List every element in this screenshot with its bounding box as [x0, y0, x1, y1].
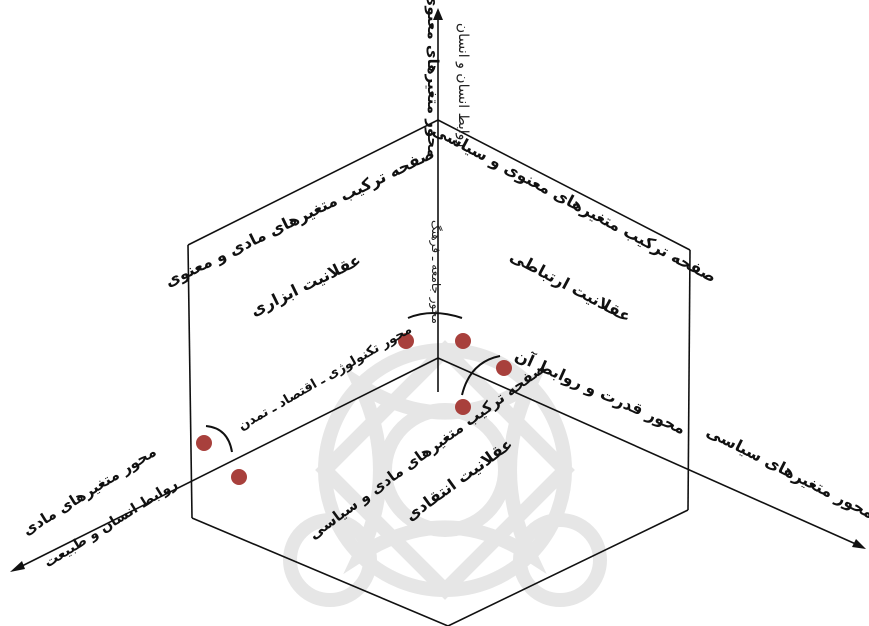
frame-edge-right: [687, 249, 691, 511]
inner-left-axis-label: محور تکنولوژی ـ اقتصاد ـ تمدن: [236, 322, 415, 434]
left-bracket: [205, 425, 233, 453]
frame-edge-top-left: [187, 119, 439, 246]
left-axis-label: محور متغیرهای مادی: [19, 442, 159, 539]
upper-right-plane-rationality: عقلانیت ارتباطی: [507, 246, 634, 326]
vertical-axis-arrowhead: [433, 8, 443, 20]
frame-edge-left: [187, 244, 193, 519]
frame-edge-top-right: [437, 119, 691, 251]
hexagon-frame: [187, 119, 691, 626]
marker-dot: [455, 333, 471, 349]
left-axis-arrowhead: [10, 561, 25, 572]
left-axis-sublabel: روابط انسان و طبیعت: [41, 476, 180, 571]
top-bracket: [407, 312, 463, 319]
vertical-axis-inner-label: محور جامعه ـ فرهنگ: [428, 220, 443, 324]
frame-edge-bottom-left: [191, 517, 449, 626]
brackets: [205, 312, 501, 453]
watermark-ornament: [283, 340, 607, 607]
right-bracket: [461, 355, 501, 396]
right-axis-arrowhead: [852, 539, 866, 549]
left-axis-line: [17, 357, 439, 569]
right-axis-line: [437, 357, 859, 546]
markers: [196, 333, 512, 485]
marker-dot: [398, 333, 414, 349]
upper-left-plane-title: صفحه ترکیب متغیرهای مادی و معنوی: [162, 143, 438, 290]
marker-dot: [196, 435, 212, 451]
right-axis-label: محور متغیرهای سیاسی: [703, 421, 869, 522]
upper-left-plane-rationality: عقلانیت ابزاری: [247, 250, 364, 320]
upper-right-plane-title: صفحه ترکیب متغیرهای معنوی و سیاسی: [429, 120, 719, 286]
vertical-axis-sublabel: روابط انسان و انسان: [455, 23, 471, 147]
frame-edge-bottom-right: [447, 509, 689, 626]
marker-dot: [231, 469, 247, 485]
axes: [10, 8, 866, 572]
marker-dot: [455, 399, 471, 415]
marker-dot: [496, 360, 512, 376]
vertical-axis-label: محور متغیرهای معنوی: [424, 0, 442, 157]
